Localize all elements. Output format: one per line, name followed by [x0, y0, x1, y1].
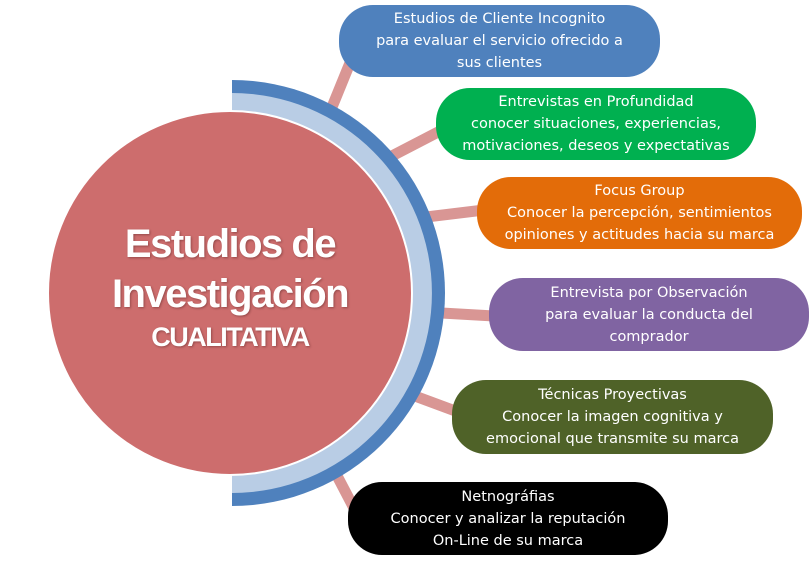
center-title-line-1: Estudios de: [124, 222, 337, 266]
method-title: Estudios de Cliente Incognito: [393, 11, 606, 27]
method-tecnicas-proyectivas: Técnicas Proyectivas Conocer la imagen c…: [452, 380, 773, 454]
method-entrevistas-profundidad: Entrevistas en Profundidad conocer situa…: [436, 88, 756, 160]
method-description-line: Conocer la imagen cognitiva y: [502, 409, 723, 425]
method-description-line: emocional que transmite su marca: [486, 431, 739, 447]
method-description-line: sus clientes: [456, 55, 543, 71]
method-description-line: para evaluar la conducta del: [545, 306, 753, 323]
connector-2: [385, 125, 445, 163]
method-description-line: On-Line de su marca: [432, 532, 584, 549]
method-focus-group: Focus Group Conocer la percepción, senti…: [477, 177, 802, 249]
method-cliente-incognito: Estudios de Cliente Incognito para evalu…: [339, 5, 660, 77]
method-title: Focus Group: [594, 183, 685, 199]
method-description-line: conocer situaciones, experiencias,: [471, 116, 721, 132]
method-title: Entrevista por Observación: [550, 284, 748, 301]
method-description-line: comprador: [609, 328, 689, 345]
method-netnografias: Netnográfias Conocer y analizar la reput…: [348, 482, 668, 555]
method-description-line: para evaluar el servicio ofrecido a: [376, 33, 623, 49]
method-description-line: opiniones y actitudes hacia su marca: [504, 227, 775, 243]
center-subtitle: CUALITATIVA: [151, 322, 310, 352]
method-description-line: motivaciones, deseos y expectativas: [462, 138, 730, 154]
center-title-line-2: Investigación: [111, 272, 350, 316]
method-title: Técnicas Proyectivas: [538, 387, 687, 403]
method-title: Entrevistas en Profundidad: [498, 94, 694, 110]
method-description-line: Conocer y analizar la reputación: [390, 510, 626, 527]
method-description-line: Conocer la percepción, sentimientos: [507, 205, 772, 221]
method-entrevista-observacion: Entrevista por Observación para evaluar …: [489, 278, 809, 351]
center-circle: [47, 110, 413, 476]
method-title: Netnográfias: [461, 488, 555, 505]
